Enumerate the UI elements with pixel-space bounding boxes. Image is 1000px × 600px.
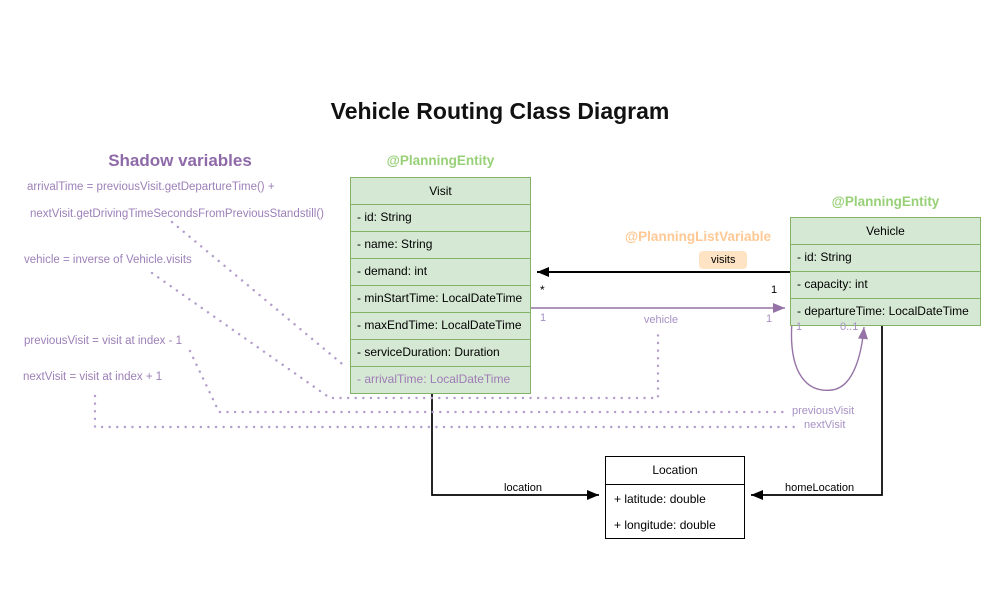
visit-attribute-min-start-time: - minStartTime: LocalDateTime (351, 285, 530, 312)
visit-attribute-demand: - demand: int (351, 258, 530, 285)
visit-chain-multiplicity-right: 0..1 (840, 321, 859, 333)
previous-visit-label: previousVisit (792, 405, 855, 417)
vehicle-class-name: Vehicle (866, 224, 905, 238)
shadow-variables-heading: Shadow variables (108, 151, 252, 170)
planning-list-variable-annotation: @PlanningListVariable (625, 229, 771, 244)
visits-association-label: visits (699, 251, 748, 269)
location-class-name: Location (652, 463, 698, 477)
location-class-box: Location + latitude: double + longitude:… (605, 456, 745, 539)
shadow-line-next-visit: nextVisit = visit at index + 1 (23, 371, 163, 383)
visit-chain-multiplicity-left: 1 (796, 321, 803, 333)
arrival-time-dotted-trail (170, 220, 349, 370)
visit-attribute-arrival-time: - arrivalTime: LocalDateTime (351, 366, 530, 393)
visit-class-name: Visit (429, 184, 452, 198)
previous-visit-dotted-trail (188, 349, 788, 414)
location-attribute-longitude: + longitude: double (614, 518, 716, 532)
diagram-title: Vehicle Routing Class Diagram (330, 98, 670, 124)
vehicle-multiplicity-at-vehicle: 1 (766, 313, 773, 325)
shadow-line-vehicle: vehicle = inverse of Vehicle.visits (24, 254, 192, 266)
vehicle-multiplicity-at-visit: 1 (540, 312, 547, 324)
visit-chain-loop-arrow (790, 320, 868, 391)
home-location-association-label: homeLocation (785, 482, 855, 494)
vehicle-attribute-departure-time: - departureTime: LocalDateTime (791, 298, 980, 325)
visit-class-box: Visit - id: String - name: String - dema… (350, 177, 531, 394)
vehicle-class-box: Vehicle - id: String - capacity: int - d… (790, 217, 981, 326)
vehicle-attribute-capacity: - capacity: int (791, 271, 980, 298)
visit-attribute-id: - id: String (351, 204, 530, 231)
visit-planning-entity-annotation: @PlanningEntity (386, 153, 495, 168)
next-visit-label: nextVisit (804, 419, 846, 431)
next-visit-dotted-trail (93, 394, 800, 429)
shadow-line-arrival-time-1: arrivalTime = previousVisit.getDeparture… (27, 181, 275, 193)
visit-attribute-max-end-time: - maxEndTime: LocalDateTime (351, 312, 530, 339)
vehicle-association-label: vehicle (643, 314, 679, 326)
home-location-association-arrow (751, 321, 883, 500)
location-attribute-latitude: + latitude: double (614, 492, 706, 506)
location-association-arrow (431, 386, 599, 500)
shadow-line-arrival-time-2: nextVisit.getDrivingTimeSecondsFromPrevi… (30, 208, 324, 220)
vehicle-dotted-trail (150, 271, 660, 400)
visits-multiplicity-at-vehicle: 1 (771, 284, 778, 296)
shadow-line-previous-visit: previousVisit = visit at index - 1 (24, 335, 182, 347)
vehicle-planning-entity-annotation: @PlanningEntity (831, 194, 940, 209)
visit-attribute-name: - name: String (351, 231, 530, 258)
visit-attribute-service-duration: - serviceDuration: Duration (351, 339, 530, 366)
vehicle-attribute-id: - id: String (791, 244, 980, 271)
visits-multiplicity-at-visit: * (540, 283, 545, 297)
location-attributes-compartment: + latitude: double + longitude: double (606, 484, 744, 538)
location-association-label: location (504, 482, 542, 494)
